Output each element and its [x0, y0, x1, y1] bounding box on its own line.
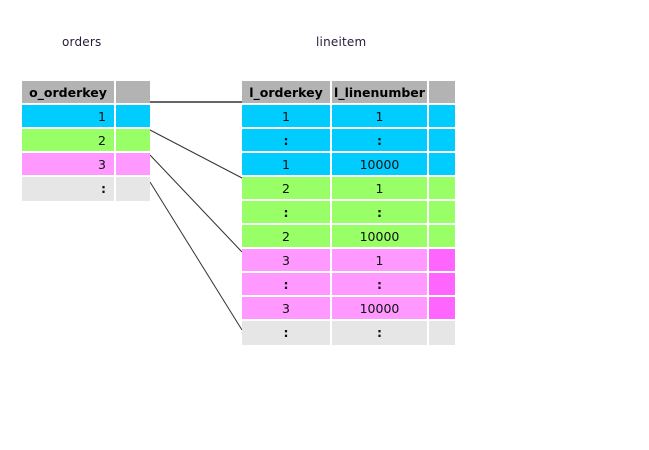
orders-row: 3 — [22, 153, 150, 177]
connector-order-2-group — [149, 154, 243, 253]
lineitem-cell-l-orderkey: 3 — [242, 249, 332, 273]
lineitem-header-l-linenumber: l_linenumber — [332, 81, 429, 105]
lineitem-row: :: — [242, 321, 455, 345]
orders-header-o-orderkey: o_orderkey — [22, 81, 116, 105]
lineitem-cell-l-linenumber: : — [332, 201, 429, 225]
lineitem-cell-l-orderkey: 1 — [242, 153, 332, 177]
lineitem-cell-blank — [429, 201, 455, 225]
lineitem-header-l-orderkey: l_orderkey — [242, 81, 332, 105]
orders-cell-blank — [116, 153, 150, 177]
lineitem-cell-l-linenumber: 1 — [332, 249, 429, 273]
orders-row: : — [22, 177, 150, 201]
orders-cell-blank — [116, 129, 150, 153]
lineitem-row: :: — [242, 201, 455, 225]
lineitem-cell-l-orderkey: : — [242, 201, 332, 225]
orders-cell-o-orderkey: : — [22, 177, 116, 201]
orders-row: 2 — [22, 129, 150, 153]
lineitem-cell-blank — [429, 321, 455, 345]
orders-cell-o-orderkey: 1 — [22, 105, 116, 129]
orders-header-row: o_orderkey — [22, 81, 150, 105]
lineitem-cell-l-orderkey: 2 — [242, 177, 332, 201]
orders-header-blank — [116, 81, 150, 105]
orders-cell-blank — [116, 105, 150, 129]
lineitem-cell-l-linenumber: 1 — [332, 105, 429, 129]
lineitem-cell-l-orderkey: 2 — [242, 225, 332, 249]
lineitem-cell-blank — [429, 129, 455, 153]
orders-table-title: orders — [62, 35, 102, 49]
lineitem-cell-l-orderkey: : — [242, 321, 332, 345]
lineitem-cell-l-orderkey: 1 — [242, 105, 332, 129]
lineitem-cell-blank — [429, 273, 455, 297]
orders-cell-o-orderkey: 2 — [22, 129, 116, 153]
connector-order-1-group — [149, 129, 243, 179]
lineitem-cell-l-linenumber: 10000 — [332, 297, 429, 321]
lineitem-header-blank — [429, 81, 455, 105]
connector-order-3-group — [149, 181, 243, 331]
lineitem-cell-l-linenumber: 10000 — [332, 153, 429, 177]
lineitem-cell-l-linenumber: 1 — [332, 177, 429, 201]
lineitem-table-title: lineitem — [316, 35, 367, 49]
lineitem-cell-l-orderkey: 3 — [242, 297, 332, 321]
lineitem-row: :: — [242, 129, 455, 153]
lineitem-cell-l-linenumber: : — [332, 273, 429, 297]
lineitem-cell-l-linenumber: : — [332, 129, 429, 153]
lineitem-cell-blank — [429, 297, 455, 321]
orders-cell-blank — [116, 177, 150, 201]
lineitem-cell-blank — [429, 177, 455, 201]
lineitem-cell-l-linenumber: 10000 — [332, 225, 429, 249]
orders-row: 1 — [22, 105, 150, 129]
lineitem-cell-l-linenumber: : — [332, 321, 429, 345]
lineitem-cell-l-orderkey: : — [242, 273, 332, 297]
lineitem-cell-blank — [429, 249, 455, 273]
lineitem-cell-blank — [429, 153, 455, 177]
lineitem-cell-l-orderkey: : — [242, 129, 332, 153]
lineitem-header-row: l_orderkey l_linenumber — [242, 81, 455, 105]
lineitem-cell-blank — [429, 225, 455, 249]
lineitem-row: :: — [242, 273, 455, 297]
lineitem-cell-blank — [429, 105, 455, 129]
orders-cell-o-orderkey: 3 — [22, 153, 116, 177]
